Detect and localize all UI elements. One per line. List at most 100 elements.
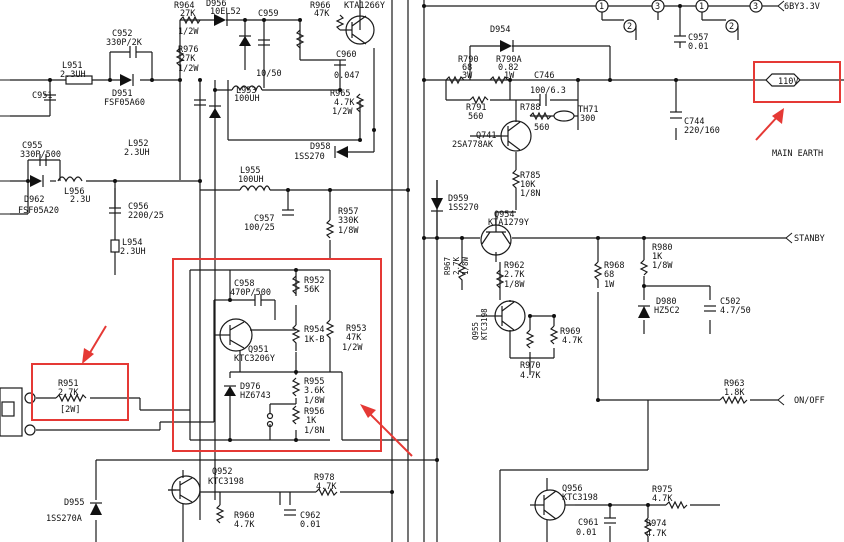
c502-value: 4.7/50 (720, 306, 751, 316)
c957b-label: C957 (688, 33, 708, 43)
connector-left (0, 387, 36, 437)
r962-watt: 1/8W (504, 280, 525, 290)
zener-d976 (224, 385, 236, 396)
stanby-label: STANBY (794, 234, 825, 244)
q952-label: Q952 (212, 467, 232, 477)
transistor-q956 (530, 489, 566, 521)
th71-value: 300 (580, 114, 595, 124)
highlight-box-r951 (31, 363, 129, 421)
d955-value: 1SS270A (46, 514, 82, 524)
r785-watt: 1/8N (520, 189, 540, 199)
r965-label: R965 (330, 89, 350, 99)
q741-value: 2SA778AK (452, 140, 494, 150)
d956-label: D956 (206, 0, 226, 9)
inductor-l956 (57, 176, 83, 183)
component-labels: R964 27K 1/2W D956 10EL52 C959 10/50 R96… (18, 0, 758, 539)
resistor-r967 (457, 261, 467, 284)
c961-label: C961 (578, 518, 598, 528)
c957b-value: 0.01 (688, 42, 708, 52)
c502-label: C502 (720, 297, 740, 307)
q956-label: Q956 (562, 484, 582, 494)
c957-label: C957 (254, 214, 274, 224)
r966-value: 47K (314, 9, 330, 19)
c962-value: 0.01 (300, 520, 320, 530)
r956-watt: 1/8N (304, 426, 324, 436)
l956-label: L956 (64, 187, 84, 197)
r978-value: 4.7K (316, 482, 337, 492)
r788-value: 560 (534, 123, 549, 133)
r975-value: 4.7K (652, 494, 673, 504)
arrow-to-110v (755, 108, 784, 141)
r957-watt: 1/8W (338, 226, 359, 236)
r790a-value: 0.82 (498, 63, 518, 73)
c961-value: 0.01 (576, 528, 596, 538)
c959-value: 10/50 (256, 69, 282, 79)
resistor-r980 (639, 259, 649, 276)
r969b-value: 4.7K (562, 336, 583, 346)
node-2b (725, 19, 739, 33)
v6by-label: 6BY3.3V (784, 2, 820, 12)
r975-label: R975 (652, 485, 672, 495)
node-2 (623, 19, 637, 33)
c960-value: 0.047 (334, 71, 360, 81)
resistor-r790a (489, 75, 509, 85)
diode-d958 (334, 146, 348, 158)
r964-watt: 1/2W (178, 27, 199, 37)
d959-value: 1SS270 (448, 203, 479, 213)
resistor-r962 (495, 269, 505, 289)
r956-label: R956 (304, 407, 324, 417)
node-3-label: 3 (655, 2, 660, 12)
transistor-q741 (496, 120, 532, 152)
q951-label: Q951 (248, 345, 268, 355)
resistor-r954 (291, 324, 301, 351)
l954-label: L954 (122, 238, 142, 248)
terminals: 110V MAIN EARTH STANBY ON/OFF 6BY3.3V (765, 0, 825, 406)
r955-label: R955 (304, 377, 324, 387)
r967-label: R967 (443, 257, 452, 275)
thermistor-th71 (553, 110, 575, 122)
r953-value: 47K (346, 333, 362, 343)
c952-value: 330P/2K (106, 38, 143, 48)
transistor-q955 (490, 300, 526, 332)
on-off-label: ON/OFF (794, 396, 825, 406)
transistor-q954 (480, 224, 512, 256)
c744-value: 220/160 (684, 126, 720, 136)
capacitor-c952 (129, 46, 137, 58)
resistor-r951 (55, 393, 87, 403)
r970-value: 4.7K (520, 371, 541, 381)
capacitor-c961 (604, 517, 616, 524)
diode-d959 (431, 198, 443, 212)
d951-label: D951 (112, 89, 132, 99)
resistor-r953 (325, 319, 335, 345)
l953-label: L953 (236, 86, 256, 96)
r967-watt: 1/8W (461, 256, 470, 275)
resistor-r970 (525, 329, 535, 349)
node-3b-label: 3 (753, 2, 758, 12)
zener-d980 (638, 305, 650, 318)
c958-label: C958 (234, 279, 254, 289)
highlight-box-circuit (172, 258, 382, 452)
node-3 (651, 0, 665, 13)
r788-label: R788 (520, 103, 540, 113)
r952-value: 56K (304, 285, 320, 295)
r951-watt: [2W] (60, 405, 80, 415)
resistor-r965 (355, 93, 365, 113)
terminal-110v-label: 110V (778, 77, 798, 87)
r953-label: R953 (346, 324, 366, 334)
r974-value: 4.7K (646, 529, 667, 539)
components (0, 0, 763, 537)
c952-label: C952 (112, 29, 132, 39)
arrow-to-r951 (82, 325, 107, 364)
r967-value: 2.7K (452, 256, 461, 275)
c746-value: 100/6.3 (530, 86, 566, 96)
d959-label: D959 (448, 194, 468, 204)
node-3b (749, 0, 763, 13)
resistor-r791 (469, 95, 489, 105)
r980-value: 1K (652, 252, 663, 262)
r962-label: R962 (504, 261, 524, 271)
capacitor-c956 (109, 207, 121, 214)
annotations (31, 61, 841, 457)
r790a-label: R790A (496, 55, 522, 65)
node-2-label: 2 (627, 22, 632, 32)
c959-label: C959 (258, 9, 278, 19)
